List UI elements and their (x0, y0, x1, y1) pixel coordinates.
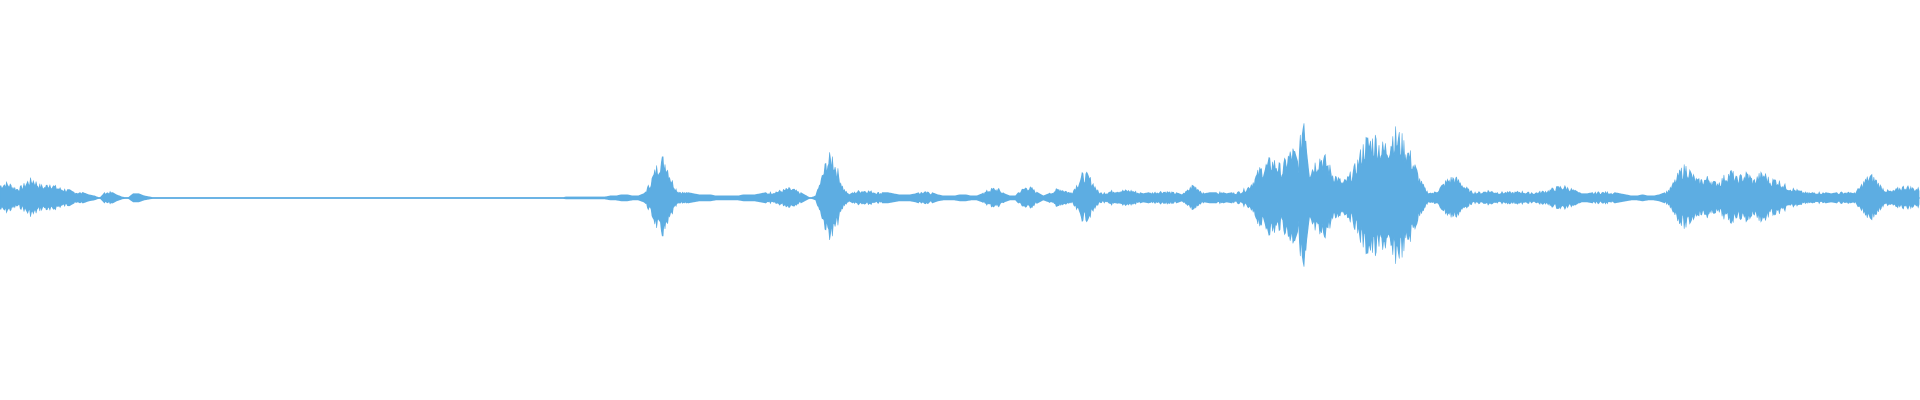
waveform-envelope (0, 123, 1920, 267)
